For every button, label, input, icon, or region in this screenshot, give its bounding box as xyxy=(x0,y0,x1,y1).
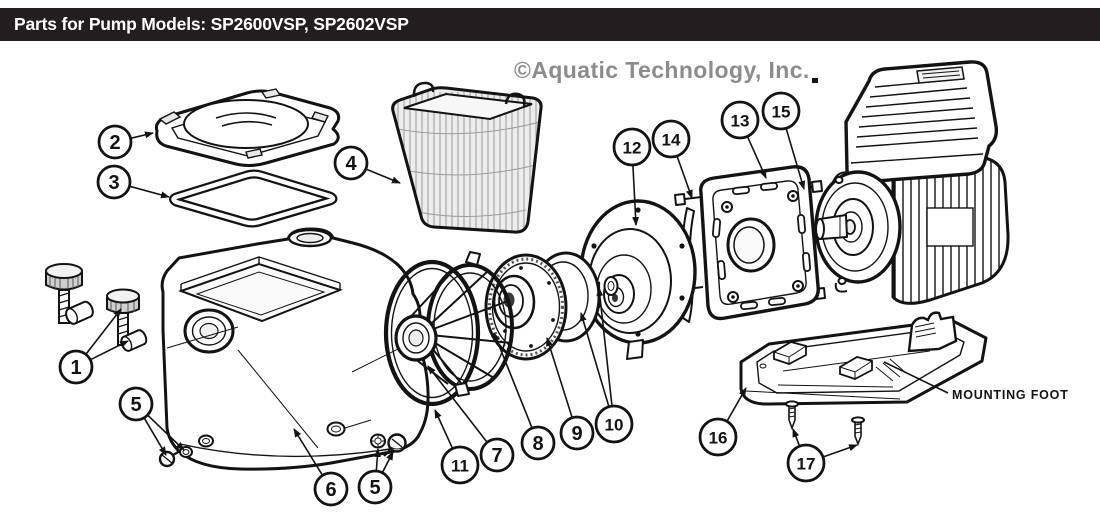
svg-text:4: 4 xyxy=(345,153,357,175)
motor-nameplate xyxy=(926,207,974,247)
mounting-foot-label: MOUNTING FOOT xyxy=(952,388,1069,402)
mounting-foot-drawing xyxy=(739,311,988,406)
callout-leader-13 xyxy=(746,136,767,179)
callout-leader-15 xyxy=(785,128,806,190)
svg-text:1: 1 xyxy=(70,357,81,379)
svg-text:16: 16 xyxy=(709,429,728,448)
callout-leader-9 xyxy=(546,337,573,418)
knob-plugs-drawing xyxy=(45,263,148,352)
callout-2: 2 xyxy=(97,124,133,160)
callout-leader-3 xyxy=(129,185,170,199)
callout-leader-4 xyxy=(365,168,401,184)
svg-text:15: 15 xyxy=(772,103,791,122)
motor-bracket-drawing xyxy=(674,165,826,321)
svg-text:12: 12 xyxy=(623,139,642,158)
callout-11: 11 xyxy=(440,445,480,485)
svg-text:6: 6 xyxy=(325,479,336,501)
housing-inlet-port xyxy=(183,308,235,354)
callout-1: 1 xyxy=(58,349,94,385)
svg-text:2: 2 xyxy=(109,132,120,154)
callout-12: 12 xyxy=(612,127,652,167)
callout-leader-17 xyxy=(822,444,858,458)
callout-4: 4 xyxy=(333,145,369,181)
svg-text:5: 5 xyxy=(369,477,380,499)
callout-leader-5 xyxy=(381,451,394,474)
drive-box-vent xyxy=(916,66,965,84)
callout-17: 17 xyxy=(786,443,826,483)
callout-leader-5 xyxy=(143,417,167,456)
svg-text:14: 14 xyxy=(662,131,681,150)
svg-text:8: 8 xyxy=(532,433,543,455)
svg-text:13: 13 xyxy=(731,112,750,131)
callout-7: 7 xyxy=(479,437,515,473)
svg-text:11: 11 xyxy=(451,457,469,476)
strainer-basket-drawing xyxy=(391,81,543,234)
callout-leader-2 xyxy=(130,131,154,140)
callout-15: 15 xyxy=(761,91,801,131)
callout-leader-10 xyxy=(596,287,613,407)
callout-6: 6 xyxy=(313,471,349,507)
callout-leader-14 xyxy=(676,155,693,199)
svg-text:7: 7 xyxy=(491,445,502,467)
mounting-foot-end-bracket xyxy=(907,311,958,353)
callout-leader-5 xyxy=(373,448,381,472)
diffuser-drawing xyxy=(394,251,514,397)
pump-housing-drawing xyxy=(160,227,430,471)
seal-plate-drawing xyxy=(579,199,697,360)
callout-leader-16 xyxy=(726,387,747,422)
svg-text:5: 5 xyxy=(130,394,141,416)
screw-set-right-drawing xyxy=(370,433,407,457)
callout-leader-6 xyxy=(293,428,324,476)
callout-leader-8 xyxy=(493,332,533,429)
watermark-text: ©Aquatic Technology, Inc. xyxy=(514,57,810,83)
callout-5: 5 xyxy=(357,469,393,505)
motor-drawing xyxy=(812,60,1010,305)
cover-gasket-drawing xyxy=(169,169,338,228)
callout-leader-7 xyxy=(427,365,488,443)
basket-handle-left xyxy=(412,81,435,98)
callout-9: 9 xyxy=(559,415,595,451)
mounting-foot-screws-drawing xyxy=(785,400,865,447)
callout-3: 3 xyxy=(96,164,132,200)
mounting-foot-callout: MOUNTING FOOT xyxy=(883,361,1069,402)
callout-10: 10 xyxy=(594,404,634,444)
callout-leader-1 xyxy=(89,340,129,361)
callout-leader-12 xyxy=(632,164,640,226)
strainer-cover-drawing xyxy=(154,88,341,167)
basket-handle-right xyxy=(504,92,526,107)
callout-leader-1 xyxy=(85,308,122,355)
svg-text:3: 3 xyxy=(108,172,119,194)
callout-leader-11 xyxy=(434,409,454,449)
housing-drain-plug xyxy=(326,421,346,437)
page-title: Parts for Pump Models: SP2600VSP, SP2602… xyxy=(14,14,409,34)
callout-leader-10 xyxy=(579,312,610,407)
callout-leader-5 xyxy=(147,414,185,451)
callout-14: 14 xyxy=(651,119,691,159)
svg-text:17: 17 xyxy=(797,455,816,474)
header-bar: Parts for Pump Models: SP2600VSP, SP2602… xyxy=(0,8,1100,41)
callout-leader-17 xyxy=(792,428,801,447)
callout-16: 16 xyxy=(698,417,738,457)
callout-13: 13 xyxy=(720,100,760,140)
housing-oring-drawing xyxy=(383,259,481,407)
callout-8: 8 xyxy=(520,425,556,461)
svg-text:10: 10 xyxy=(605,416,624,435)
svg-text:9: 9 xyxy=(571,423,582,445)
callout-5: 5 xyxy=(118,386,154,422)
